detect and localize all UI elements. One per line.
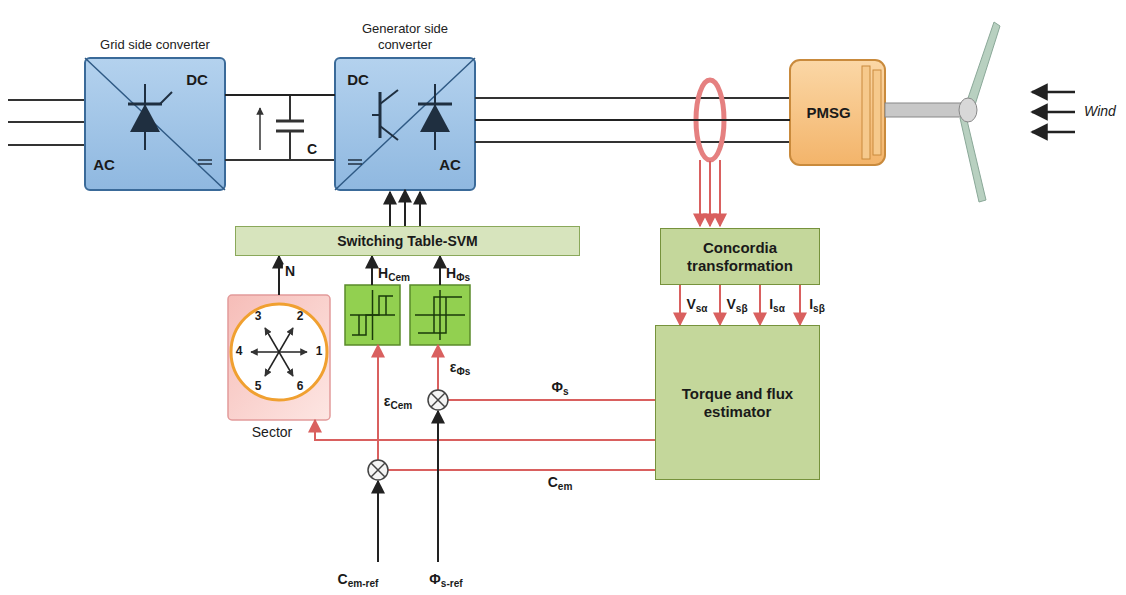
box-heading: HCem [378,265,410,282]
wire [475,119,790,121]
box-heading: Sector [228,424,316,441]
signal-name: εCem [384,394,413,409]
summing-junction [368,390,448,480]
signal-line [719,285,721,325]
wire [404,190,406,226]
sector-number: 1 [316,345,323,358]
signal-name: Φs [549,380,570,395]
transform-block: Concordia transformation [660,228,820,285]
part-label: AC [93,157,115,174]
ac-grid-lines [8,100,85,145]
sector-number: 5 [255,380,262,393]
box-label: Concordia transformation [667,239,813,275]
signal-name: εΦs [450,360,471,375]
grid-converter-symbol [85,58,225,190]
box-label: Switching Table-SVM [337,233,478,250]
signal-name: Isα [767,297,787,312]
part-label: C [307,142,317,157]
signal-line [799,285,801,325]
current-sensor [696,80,724,226]
generator-converter-symbol [335,58,475,190]
wind-arrows [1032,92,1075,132]
signal-line [759,285,761,325]
part-label: Wind [1084,104,1116,119]
signal-name: Cem [546,475,575,490]
phase-lines [475,98,790,142]
dc-link [225,95,335,160]
hysteresis-box: HCem [345,285,400,345]
wind-turbine [959,22,1000,202]
wire [278,256,280,295]
box-heading: HΦs [446,265,470,282]
signal-name: N [283,264,297,279]
hysteresis-comparators [345,285,470,345]
reference-inputs [378,411,438,562]
signal-line [378,345,655,470]
sector-number: 6 [297,380,304,393]
box-heading: Generator side converter [343,21,467,54]
wire [439,256,441,285]
sector-number: 2 [297,310,304,323]
estimator-block: Torque and flux estimator [655,325,820,480]
part-label: AC [439,157,461,174]
sector-box: Sector [228,295,330,420]
signal-name: Cem-ref [338,572,379,587]
switching-table: Switching Table-SVM [235,226,580,256]
signal-line [315,420,655,440]
box-label: PMSG [806,104,850,122]
wire [225,94,335,96]
part-label: DC [186,72,208,89]
hysteresis-box: HΦs [410,285,470,345]
signal-name: Isβ [807,297,827,312]
sector-number: 4 [236,345,243,358]
box-label: Torque and flux estimator [662,385,813,421]
signal-name: Vsβ [724,297,749,312]
box-heading: Grid side converter [93,37,217,53]
generator-box: PMSG [790,60,885,165]
signal-name: Vsα [684,297,709,312]
signal-name: Φs-ref [429,572,462,587]
signal-line [679,285,681,325]
signal-line [438,345,655,400]
sector-number: 3 [255,310,262,323]
pmsg-generator [790,60,965,165]
sector-symbol [228,295,330,420]
part-label: DC [347,72,369,89]
wire [371,256,373,285]
